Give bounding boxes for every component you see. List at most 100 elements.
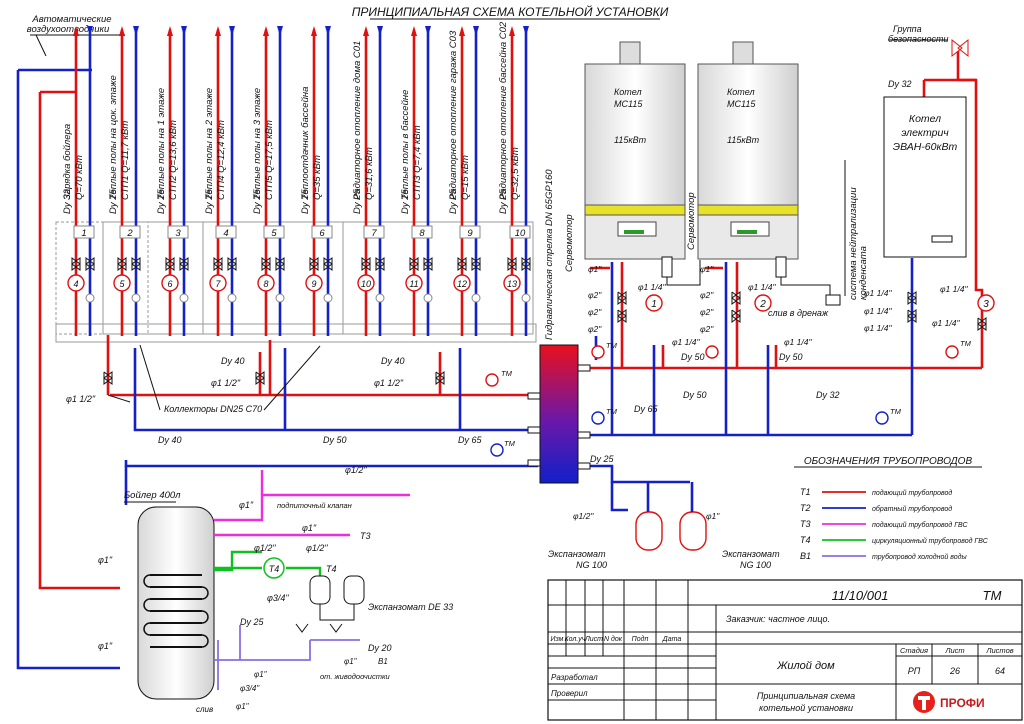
label-collectors: Коллекторы DN25 C70 [164,404,262,414]
label-dy32b: Dy 32 [816,390,840,400]
circuit-pump [257,274,275,292]
servomotor-2 [775,256,787,278]
boiler1-power: 115кВт [614,135,647,145]
servomotor-1 [661,256,673,278]
circuit-power: Q=35 кВт [312,155,323,200]
svg-text:φ1": φ1" [254,670,268,679]
label-dy50b: Dy 50 [681,352,705,362]
main-pipes [16,50,984,670]
circuit-pump [405,274,423,292]
diagram-title: ПРИНЦИПИАЛЬНАЯ СХЕМА КОТЕЛЬНОЙ УСТАНОВКИ [352,3,669,19]
circuit-label: Теплые полы в бассейне [400,90,411,200]
stamp-object: Жилой дом [776,660,835,672]
label-dy25: Dy 25 [590,454,615,464]
pump-number: 9 [311,279,316,289]
svg-text:B1: B1 [378,657,388,666]
exp-de33-label: Экспанзомат DE 33 [368,602,453,612]
svg-text:φ1 1/4": φ1 1/4" [864,306,892,316]
feed-valve-label: подпиточный клапан [277,501,352,510]
circuit-number: 3 [175,228,181,239]
stamp-checked: Проверил [551,689,588,698]
hydraulic-arrow-label: Гидравлическая стрелка DN 65GP160 [544,169,555,340]
boiler1-name: Котел [614,87,642,97]
exp-ng-left: Экспанзомат [548,549,606,559]
circuit-dy: Dy 25 [400,188,411,214]
legend-text: циркуляционный трубопровод ГВС [872,537,989,545]
circuit-label: Зарядка бойлера [62,124,73,200]
pump-number: 7 [215,279,221,289]
svg-text:φ1 1/4": φ1 1/4" [748,282,776,292]
label-dy40d: Dy 40 [158,435,182,445]
svg-text:ТМ: ТМ [606,407,618,416]
svg-text:T4: T4 [326,564,337,574]
legend-text: подающий трубопровод ГВС [872,521,969,529]
svg-text:1: 1 [651,299,657,310]
fitting-labels: φ1" φ2" φ2" φ2" φ1 1/4" φ1 1/4" φ1" φ2" … [588,264,968,347]
circuit-pump [161,274,179,292]
svg-text:ТМ: ТМ [960,339,972,348]
circuit-dy: Dy 25 [448,188,459,214]
svg-text:φ1": φ1" [706,511,720,521]
circuit-number: 4 [223,228,228,239]
svg-text:ТМ: ТМ [606,341,618,350]
svg-text:φ1 1/4": φ1 1/4" [864,288,892,298]
boiler-pumps: 1 2 3 [645,294,995,312]
svg-text:Лист: Лист [944,646,964,655]
svg-text:φ1": φ1" [98,555,113,565]
circuit-pump [453,274,471,292]
pump-number: 6 [167,279,172,289]
svg-text:ТМ: ТМ [890,407,902,416]
stamp-col-5: Дата [662,636,682,643]
drain-label: слив в дренаж [768,308,829,318]
circuit-dy: Dy 25 [498,188,509,214]
circuit-label: Радиаторное отопление дома С01 [352,41,363,200]
stamp-col-2: Лист [584,636,603,643]
circuit-label: Теплоотдачник бассейна [300,87,311,200]
circuit-label: Радиаторное отопление гаража С03 [448,30,459,200]
label-phi112b: φ1 1/2" [374,378,404,388]
expansion-vessels-ng100: φ1/2" φ1" Экспанзомат NG 100 Экспанзомат… [548,482,780,570]
svg-text:φ1": φ1" [302,523,317,533]
circuit-dy: Dy 25 [108,188,119,214]
legend-code: T4 [800,535,811,545]
condensate-unit [825,294,841,306]
boiler2-name: Котел [727,87,755,97]
boiler400-label: Бойлер 400л [124,490,181,501]
circuit-number: 6 [319,228,325,239]
pump-number: 11 [409,279,418,289]
svg-text:φ1": φ1" [700,264,714,274]
svg-text:ТМ: ТМ [504,439,516,448]
stamp-tm: ТМ [983,588,1002,603]
svg-text:φ1": φ1" [236,702,250,711]
legend-title: ОБОЗНАЧЕНИЯ ТРУБОПРОВОДОВ [804,456,973,467]
circuit-number: 2 [126,228,133,239]
svg-text:T3: T3 [360,531,371,541]
boiler2-power: 115кВт [727,135,760,145]
circuit-number: 5 [271,228,277,239]
svg-text:φ2": φ2" [700,324,714,334]
svg-text:φ1": φ1" [239,500,254,510]
svg-text:φ2": φ2" [588,324,602,334]
svg-text:от. живодоочистки: от. живодоочистки [320,672,390,681]
svg-text:Экспанзомат: Экспанзомат [722,549,780,559]
pump-number: 8 [263,279,268,289]
pump-number: 13 [507,279,517,289]
circuit-pump [67,274,85,292]
svg-text:NG 100: NG 100 [576,560,607,570]
svg-text:φ1/2": φ1/2" [345,465,367,475]
el-boiler-line1: Котел [909,113,941,125]
svg-text:Dy 20: Dy 20 [368,643,392,653]
circuit-dy: Dy 25 [300,188,311,214]
svg-text:NG 100: NG 100 [740,560,771,570]
el-boiler-line3: ЭВАН-60кВт [893,141,958,153]
